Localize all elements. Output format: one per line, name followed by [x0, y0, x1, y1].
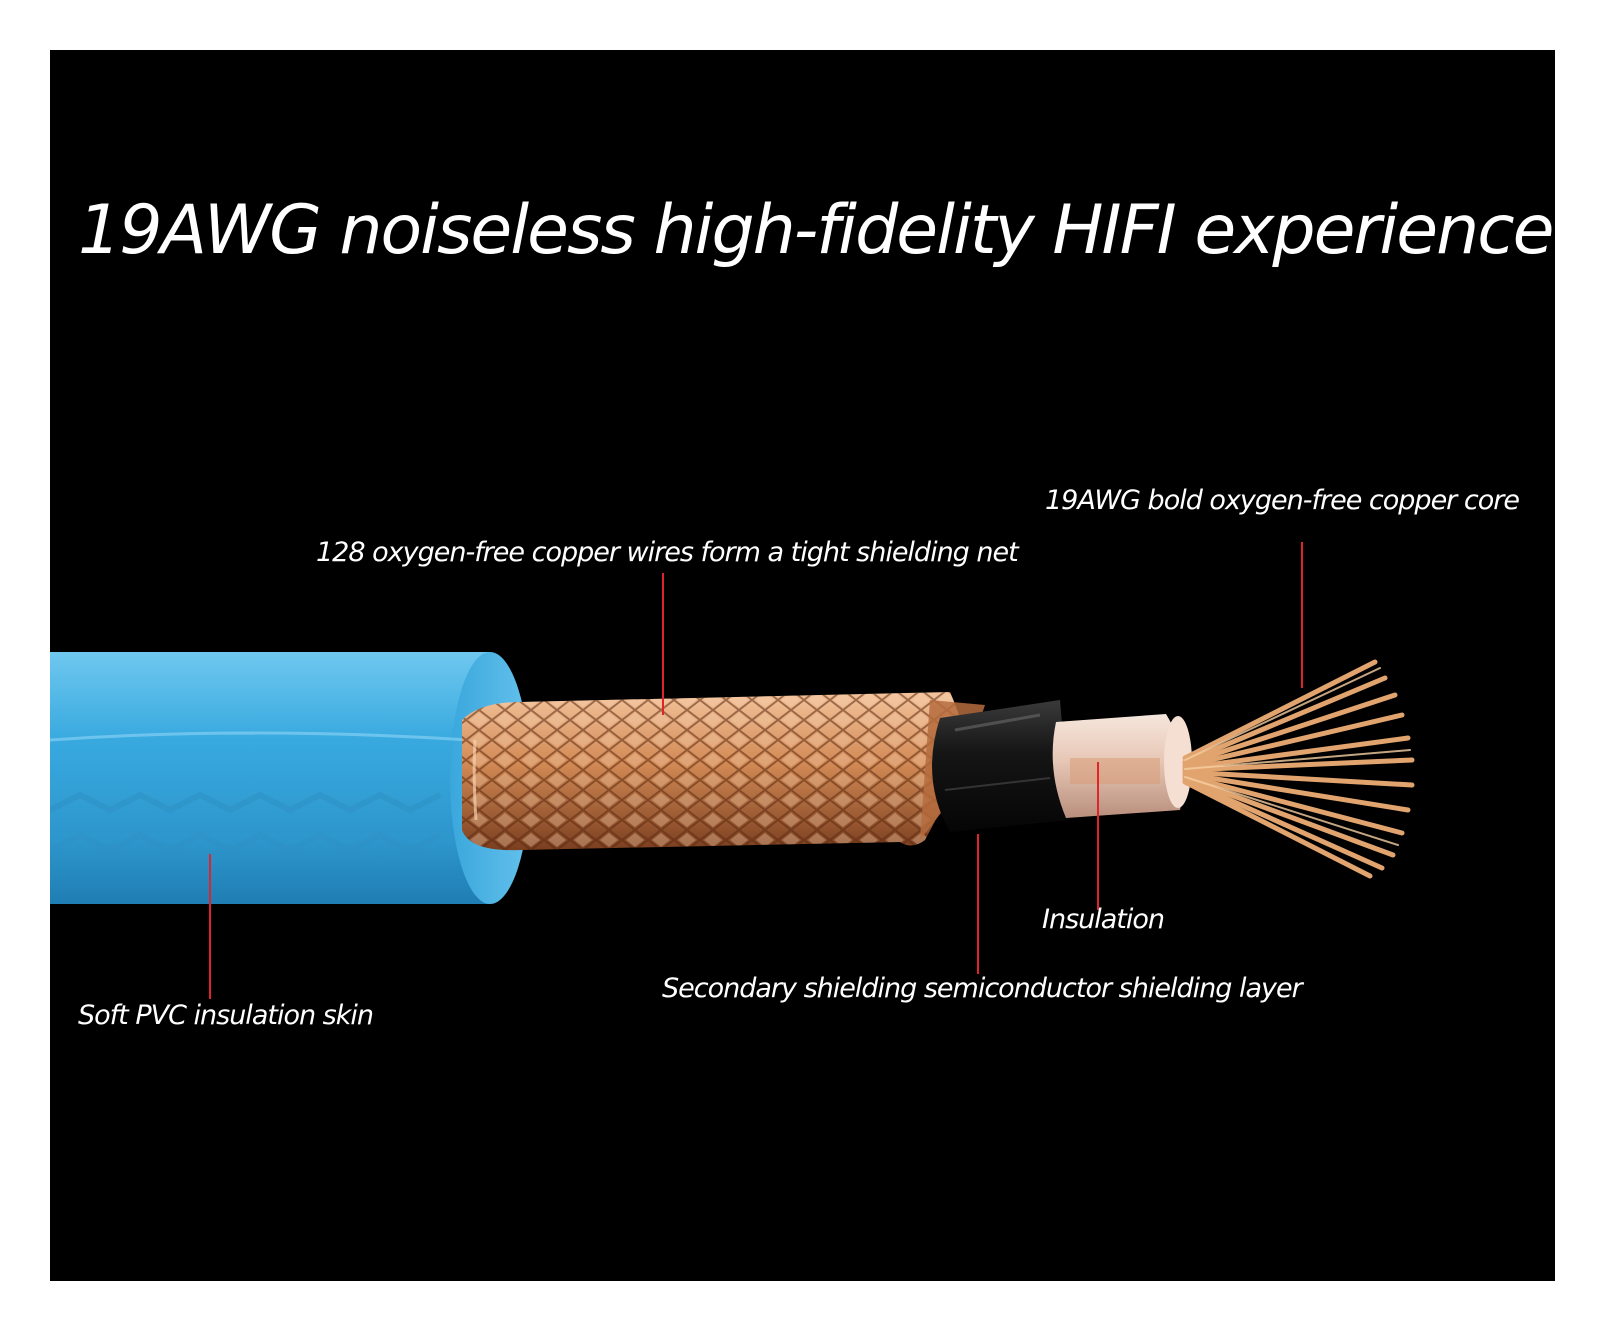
leader-line-core [1301, 542, 1303, 688]
diagram-panel: 19AWG noiseless high-fidelity HIFI exper… [50, 50, 1555, 1281]
leader-line-braid [662, 573, 664, 715]
callout-jacket-label: Soft PVC insulation skin [78, 1000, 374, 1031]
leader-line-insulation [1097, 762, 1099, 910]
leader-line-jacket [209, 854, 211, 999]
inner-insulation [1052, 714, 1192, 818]
copper-core-strands [1182, 659, 1415, 879]
cable-cross-section [50, 652, 1415, 904]
callout-secondary-shield-label: Secondary shielding semiconductor shield… [662, 973, 1303, 1004]
semiconductor-shield-layer [932, 700, 1070, 832]
copper-braid-shield [462, 692, 985, 851]
callout-insulation-label: Insulation [1042, 904, 1165, 935]
callout-core-label: 19AWG bold oxygen-free copper core [1045, 485, 1520, 516]
leader-line-secondary-shield [977, 834, 979, 974]
pvc-jacket [50, 652, 530, 904]
headline: 19AWG noiseless high-fidelity HIFI exper… [78, 191, 1554, 270]
callout-braid-label: 128 oxygen-free copper wires form a tigh… [316, 537, 1019, 568]
